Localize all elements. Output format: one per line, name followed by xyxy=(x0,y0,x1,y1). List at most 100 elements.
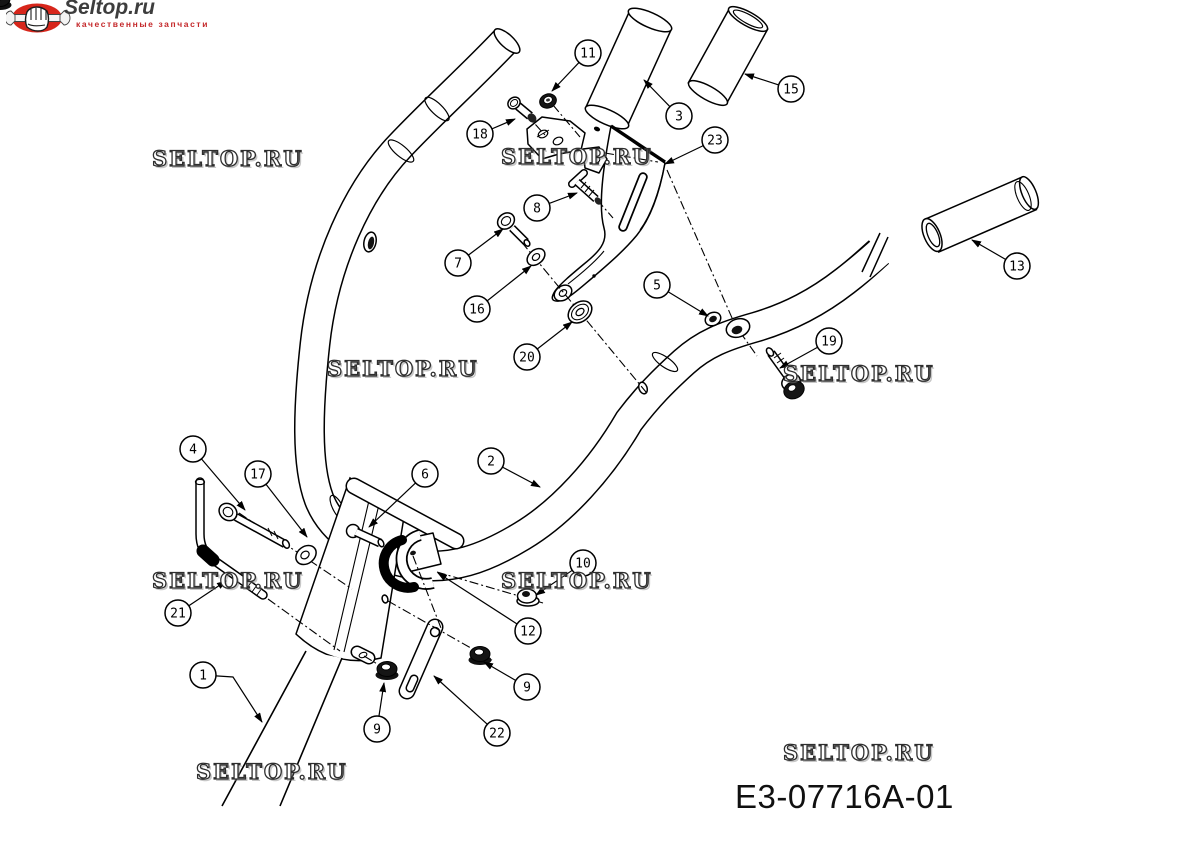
callout-circle xyxy=(1003,252,1031,280)
callout-6: 6 xyxy=(368,460,439,528)
callout-number: 9 xyxy=(373,723,381,738)
callout-number: 3 xyxy=(675,110,683,125)
nut-9-left xyxy=(375,661,399,681)
handle-rod xyxy=(194,477,268,600)
callout-3: 3 xyxy=(643,79,693,130)
callout-number: 7 xyxy=(454,257,462,272)
logo-badge-icon xyxy=(4,3,71,33)
callout-number: 2 xyxy=(487,455,495,470)
callout-21: 21 xyxy=(164,580,227,627)
callout-circle xyxy=(244,460,272,488)
watermark: SELTOP.RU xyxy=(151,145,304,171)
lower-tube xyxy=(221,650,343,807)
callout-number: 11 xyxy=(580,47,596,62)
top-plate xyxy=(345,477,465,550)
callout-number: 9 xyxy=(523,681,531,696)
handlebar-tube xyxy=(293,28,892,582)
flange-locknut xyxy=(0,0,12,10)
bushing-5 xyxy=(704,311,722,327)
callout-number: 15 xyxy=(783,83,799,98)
callout-circle xyxy=(665,102,693,130)
callout-number: 13 xyxy=(1009,260,1025,275)
callout-circle xyxy=(513,343,541,371)
column-hole xyxy=(381,594,389,604)
grip-sleeve xyxy=(687,5,769,107)
callout-number: 21 xyxy=(170,607,186,622)
callout-5: 5 xyxy=(643,271,709,317)
lower-strap xyxy=(398,618,444,700)
callout-circle xyxy=(164,599,192,627)
watermark: SELTOP.RU xyxy=(782,739,935,765)
callout-2: 2 xyxy=(477,447,541,488)
callout-7: 7 xyxy=(444,228,504,277)
callout-number: 1 xyxy=(199,669,207,684)
washer-16 xyxy=(526,247,546,267)
callout-number: 5 xyxy=(653,279,661,294)
watermark: SELTOP.RU xyxy=(151,567,304,593)
callout-16: 16 xyxy=(463,265,532,323)
callout-circle xyxy=(189,661,217,689)
callout-19: 19 xyxy=(779,327,843,369)
callout-20: 20 xyxy=(513,321,573,371)
logo-tagline-text: качественные запчасти xyxy=(76,19,210,29)
callout-number: 19 xyxy=(821,335,837,350)
nut-10 xyxy=(516,588,540,607)
watermark: SELTOP.RU xyxy=(500,567,653,593)
callout-circle xyxy=(477,447,505,475)
callout-number: 12 xyxy=(520,625,536,640)
pivot-pin xyxy=(345,523,385,548)
upper-tube xyxy=(584,7,673,132)
callout-circle xyxy=(815,327,843,355)
callout-circle xyxy=(643,271,671,299)
callout-circle xyxy=(514,617,542,645)
callout-15: 15 xyxy=(744,73,805,103)
callout-1: 1 xyxy=(189,661,263,723)
washer-17 xyxy=(295,544,317,566)
rubber-bumper xyxy=(196,544,220,567)
callout-circle xyxy=(523,194,551,222)
cable-hole xyxy=(363,231,377,253)
callout-12: 12 xyxy=(437,572,542,645)
handlebar-clamp xyxy=(378,529,435,593)
callout-4: 4 xyxy=(179,435,246,511)
callout-number: 20 xyxy=(519,351,535,366)
bolt-4 xyxy=(218,502,291,549)
drawing-number: E3-07716A-01 xyxy=(735,778,954,815)
callout-circle xyxy=(701,126,729,154)
callout-number: 10 xyxy=(575,557,591,572)
callout-17: 17 xyxy=(244,460,308,538)
callout-circle xyxy=(363,715,391,743)
callout-number: 18 xyxy=(472,128,488,143)
callout-11: 11 xyxy=(551,39,602,92)
callout-number: 4 xyxy=(189,443,197,458)
watermark: SELTOP.RU xyxy=(326,355,479,381)
callout-circle xyxy=(569,549,597,577)
callout-number: 22 xyxy=(489,727,505,742)
callout-circle xyxy=(574,39,602,67)
weld-tab xyxy=(350,645,376,665)
bolt-7 xyxy=(496,212,531,247)
callout-number: 6 xyxy=(421,468,429,483)
callout-9: 9 xyxy=(483,661,541,701)
watermark: SELTOP.RU xyxy=(500,143,653,169)
callout-10: 10 xyxy=(535,549,597,596)
callout-22: 22 xyxy=(433,675,511,747)
right-grip xyxy=(921,175,1040,253)
seltop-logo: Seltop.ru качественные запчасти xyxy=(4,0,266,64)
cable-clip-plate xyxy=(526,116,608,174)
washer-20 xyxy=(567,300,593,324)
callout-18: 18 xyxy=(466,118,516,148)
callout-9: 9 xyxy=(363,682,391,743)
watermark: SELTOP.RU xyxy=(782,360,935,386)
callout-circle xyxy=(411,460,439,488)
callout-13: 13 xyxy=(971,239,1031,280)
watermark: SELTOP.RU xyxy=(195,758,348,784)
bolt-18 xyxy=(507,96,537,123)
callout-circle xyxy=(466,120,494,148)
callout-number: 16 xyxy=(469,303,485,318)
callout-23: 23 xyxy=(664,126,729,165)
callout-circle xyxy=(483,719,511,747)
